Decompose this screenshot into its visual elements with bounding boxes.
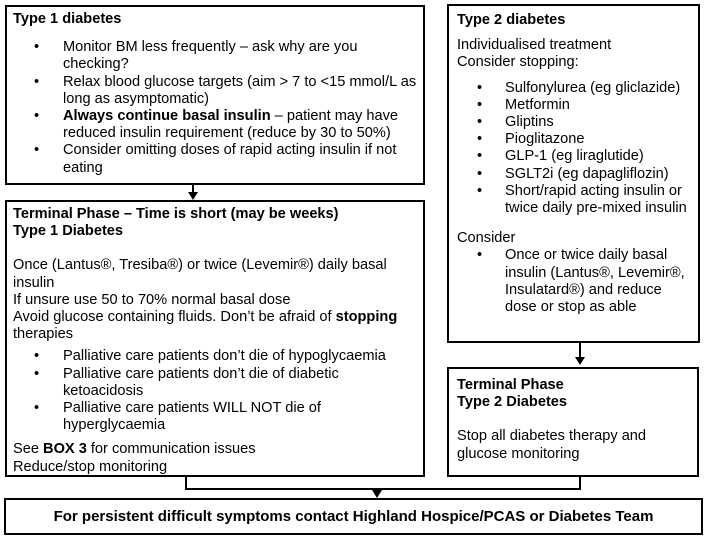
bullet-item: Monitor BM less frequently – ask why are… <box>13 39 420 73</box>
connector-line-merge-horizontal <box>185 488 581 490</box>
bullet-text: – patient may have reduced insulin requi… <box>63 108 398 142</box>
bullet-item: Palliative care patients don’t die of di… <box>13 366 420 400</box>
connector-line-type1-down <box>192 185 194 194</box>
terminal-phase-type1-box: Terminal Phase – Time is short (may be w… <box>5 200 425 477</box>
bullet-item: Metformin <box>457 97 696 114</box>
connector-line-term1-drop <box>185 477 187 490</box>
para-text-bold: BOX 3 <box>43 441 87 458</box>
bullet-text: Consider omitting doses of rapid acting … <box>63 142 397 176</box>
bullet-item: Short/rapid acting insulin or twice dail… <box>457 183 696 217</box>
terminal-phase-type2-box: Terminal Phase Type 2 Diabetes Stop all … <box>447 367 699 477</box>
terminal-type1-title-line2: Type 1 Diabetes <box>13 223 124 240</box>
type2-diabetes-title: Type 2 diabetes <box>457 12 566 28</box>
bullet-text: Gliptins <box>505 114 554 131</box>
bullet-text: Sulfonylurea (eg gliclazide) <box>505 79 681 96</box>
bullet-text: Palliative care patients don’t die of hy… <box>63 348 386 365</box>
bullet-text: SGLT2i (eg dapagliflozin) <box>505 165 669 182</box>
bullet-item: Always continue basal insulin – patient … <box>13 108 420 142</box>
type2-individualised-line: Individualised treatment <box>457 37 612 54</box>
bullet-text: Relax blood glucose targets (aim > 7 to … <box>63 73 417 107</box>
bullet-item: Consider omitting doses of rapid acting … <box>13 142 420 176</box>
bullet-text: Palliative care patients WILL NOT die of… <box>63 400 321 434</box>
bullet-item: Palliative care patients WILL NOT die of… <box>13 400 420 434</box>
bullet-item: Once or twice daily basal insulin (Lantu… <box>457 247 696 316</box>
terminal-type1-title-line1: Terminal Phase – Time is short (may be w… <box>13 206 339 222</box>
down-arrowhead-icon <box>372 490 382 498</box>
type2-consider-bullet-list: Once or twice daily basal insulin (Lantu… <box>457 247 696 316</box>
down-arrowhead-icon <box>575 357 585 365</box>
type2-consider-label: Consider <box>457 230 516 247</box>
bullet-text: GLP-1 (eg liraglutide) <box>505 148 644 165</box>
bullet-item: Relax blood glucose targets (aim > 7 to … <box>13 74 420 108</box>
bullet-item: Pioglitazone <box>457 131 696 148</box>
bullet-text: Monitor BM less frequently – ask why are… <box>63 39 358 73</box>
terminal-type1-bullet-list: Palliative care patients don’t die of hy… <box>13 348 420 434</box>
para-text: for communication issues <box>86 441 256 458</box>
terminal-type1-see-box3: See BOX 3 for communication issues <box>13 441 420 458</box>
terminal-type1-para-basal: Once (Lantus®, Tresiba®) or twice (Levem… <box>13 257 387 291</box>
type2-diabetes-box: Type 2 diabetes Individualised treatment… <box>447 4 700 343</box>
terminal-type2-title-line1: Terminal Phase <box>457 377 564 393</box>
terminal-type2-body: Stop all diabetes therapy and glucose mo… <box>457 428 647 462</box>
terminal-type1-monitoring: Reduce/stop monitoring <box>13 458 168 475</box>
bullet-item: Sulfonylurea (eg gliclazide) <box>457 80 696 97</box>
type2-consider-stopping-line: Consider stopping: <box>457 54 579 71</box>
connector-line-term2-drop <box>579 477 581 490</box>
contact-banner-text: For persistent difficult symptoms contac… <box>53 507 654 525</box>
connector-line-type2-down <box>579 343 581 359</box>
bullet-item: GLP-1 (eg liraglutide) <box>457 148 696 165</box>
terminal-type1-para-fluids: Avoid glucose containing fluids. Don’t b… <box>13 309 420 343</box>
bullet-item: SGLT2i (eg dapagliflozin) <box>457 166 696 183</box>
type1-diabetes-title: Type 1 diabetes <box>13 11 122 27</box>
terminal-type1-para-dose: If unsure use 50 to 70% normal basal dos… <box>13 291 291 308</box>
para-text: Avoid glucose containing fluids. Don’t b… <box>13 309 336 326</box>
bullet-text: Short/rapid acting insulin or twice dail… <box>505 182 687 217</box>
terminal-type2-title-line2: Type 2 Diabetes <box>457 394 568 411</box>
para-text: therapies <box>13 326 74 343</box>
para-text-bold: stopping <box>335 309 398 326</box>
bullet-item: Gliptins <box>457 114 696 131</box>
type2-stop-bullet-list: Sulfonylurea (eg gliclazide) Metformin G… <box>457 80 696 218</box>
bullet-text: Once or twice daily basal insulin (Lantu… <box>505 247 685 316</box>
contact-banner: For persistent difficult symptoms contac… <box>4 498 703 535</box>
bullet-item: Palliative care patients don’t die of hy… <box>13 348 420 365</box>
type1-bullet-list: Monitor BM less frequently – ask why are… <box>13 39 420 177</box>
bullet-text: Palliative care patients don’t die of di… <box>63 365 339 399</box>
bullet-text: Pioglitazone <box>505 131 585 148</box>
para-text: See <box>13 441 44 458</box>
down-arrowhead-icon <box>188 192 198 200</box>
type1-diabetes-box: Type 1 diabetes Monitor BM less frequent… <box>5 5 425 185</box>
bullet-text: Metformin <box>505 96 570 113</box>
bullet-text-bold: Always continue basal insulin <box>63 108 271 125</box>
